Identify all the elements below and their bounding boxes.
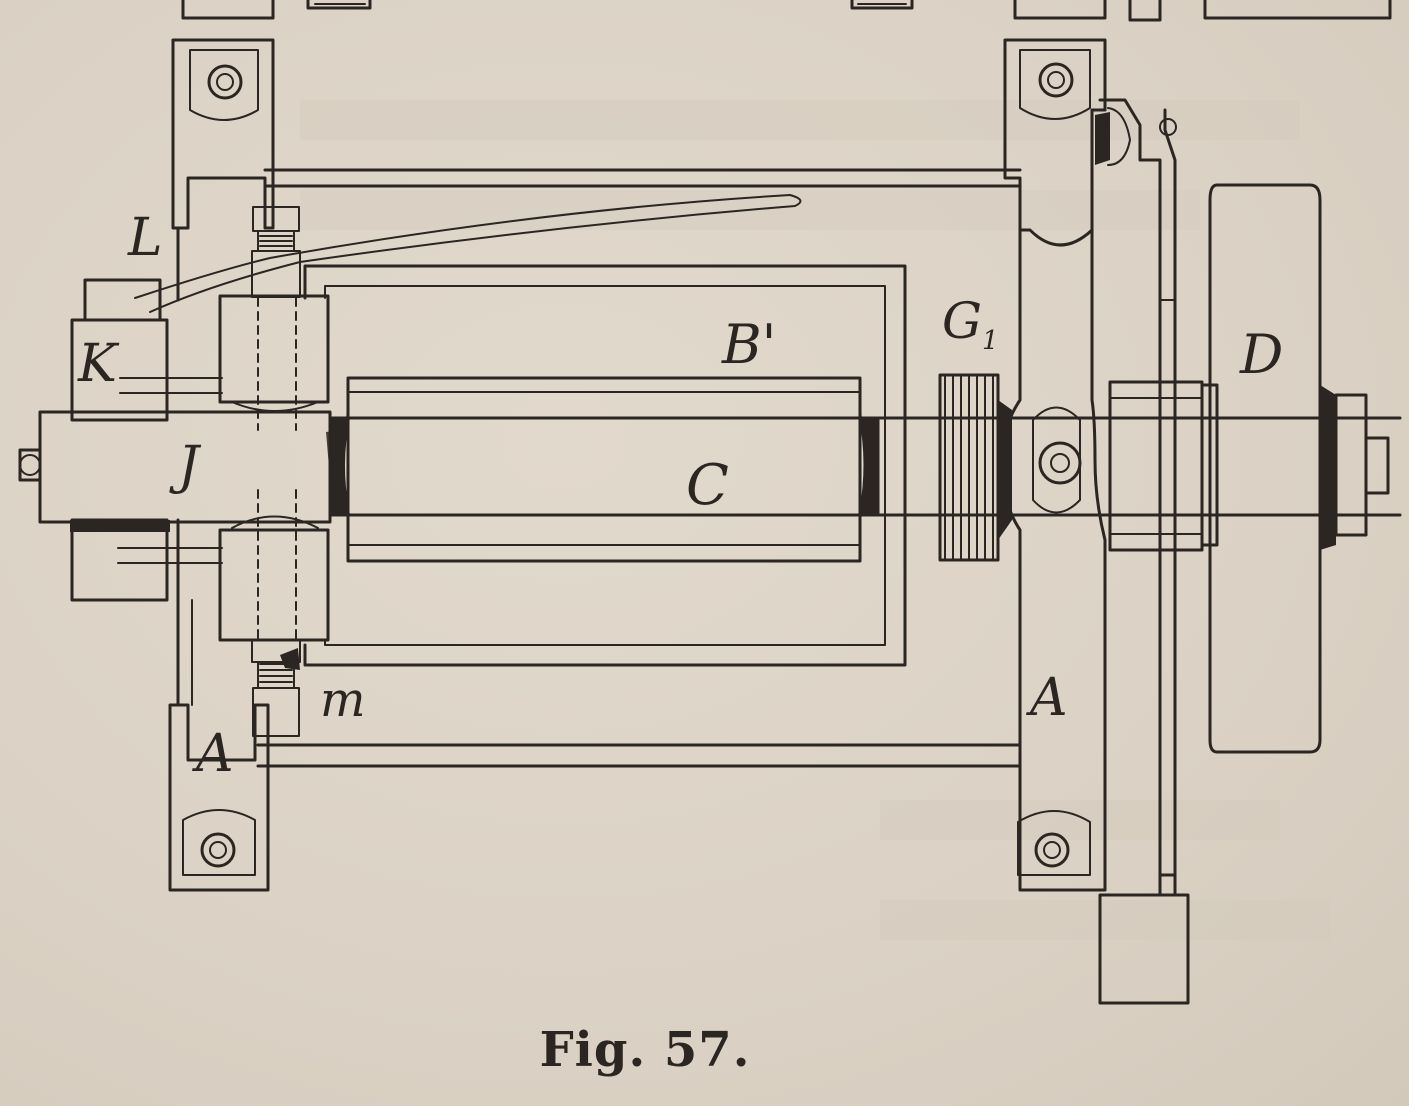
label-bracket-b: B' [722,313,777,376]
gear [876,373,1012,562]
left-frame [168,38,275,892]
label-frame-a-right: A [1030,668,1068,728]
label-gear-g: G1 [942,296,999,354]
clamp-assembly [218,206,330,737]
right-frame [1002,38,1107,892]
key-block [70,278,223,602]
label-flywheel-d: D [1240,323,1284,386]
machine-diagram [18,0,1402,1005]
label-gear-subscript: 1 [981,326,999,356]
roller [330,376,878,563]
flywheel [1108,183,1390,754]
label-spring-l: L [128,208,163,268]
bracket-b [303,264,907,667]
label-handle-j: J [178,436,199,496]
label-frame-a-left: A [196,724,234,784]
figure-caption: Fig. 57. [539,1022,751,1078]
label-gear-letter: G [942,292,982,350]
label-key-k: K [78,334,117,394]
tie-rods [256,168,1022,768]
weight-lever [1095,98,1190,1005]
label-roller-c: C [686,453,729,518]
label-screw-m: m [320,672,366,728]
top-cutoff-parts [181,0,1392,22]
